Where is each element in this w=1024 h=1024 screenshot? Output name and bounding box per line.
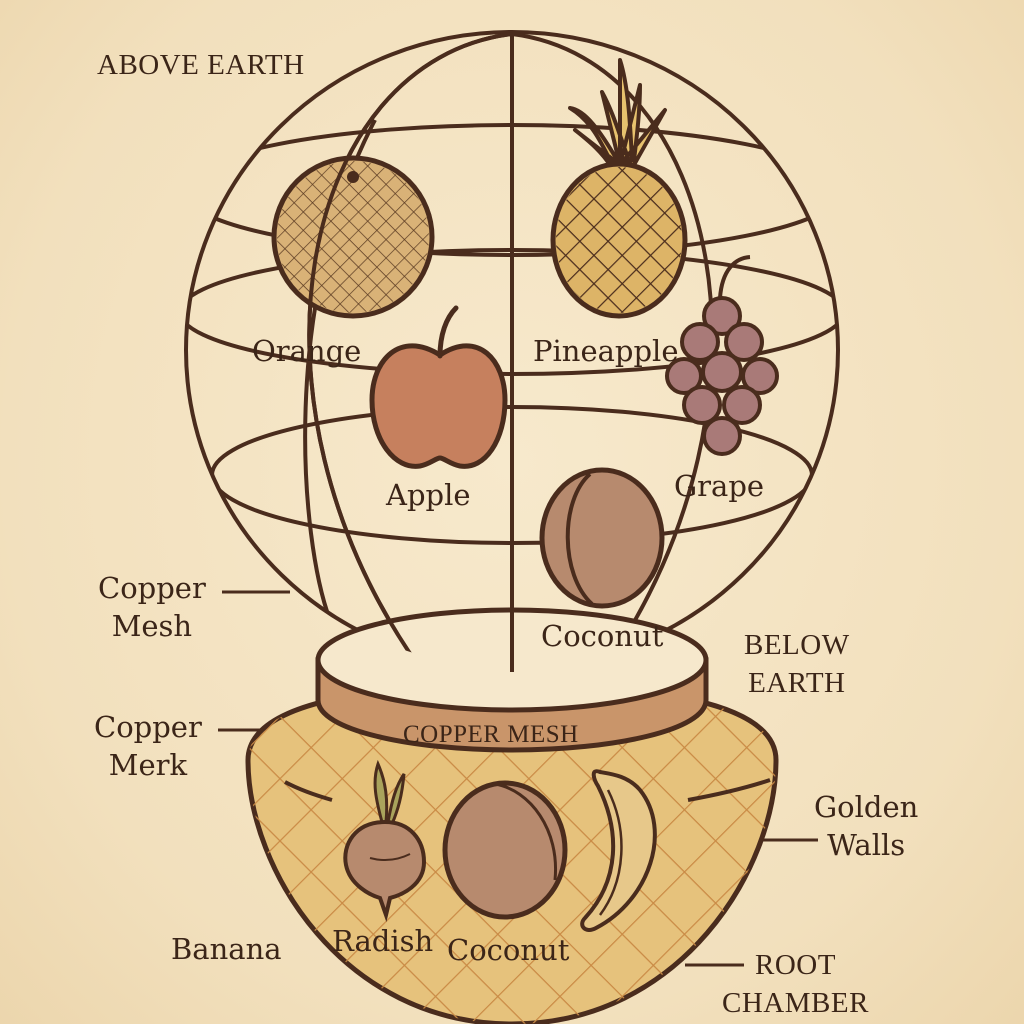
copper-mesh-band bbox=[307, 32, 709, 753]
above-earth-label: ABOVE EARTH bbox=[97, 49, 305, 81]
grape-bunch bbox=[665, 255, 779, 456]
golden-walls-label: Golden Walls bbox=[814, 788, 918, 864]
grape-label: Grape bbox=[674, 469, 765, 503]
root-chamber-line-2: CHAMBER bbox=[722, 987, 869, 1019]
orange-label: Orange bbox=[252, 334, 362, 368]
below-earth-line-2: EARTH bbox=[748, 667, 846, 699]
radish-vegetable bbox=[343, 759, 427, 923]
below-earth-line-1: BELOW bbox=[744, 629, 850, 661]
copper-mesh-band-label: COPPER MESH bbox=[403, 721, 579, 748]
root-chamber-line-1: ROOT bbox=[754, 949, 836, 981]
apple-fruit bbox=[369, 305, 508, 469]
coconut-top-label: Coconut bbox=[541, 619, 664, 653]
pineapple-label: Pineapple bbox=[533, 334, 679, 368]
golden-walls-line-2: Walls bbox=[827, 828, 906, 862]
copper-mesh-side-line-2: Mesh bbox=[111, 609, 193, 643]
root-chamber-label: ROOT CHAMBER bbox=[722, 946, 869, 1022]
below-earth-label: BELOW EARTH bbox=[744, 626, 850, 702]
golden-walls-line-1: Golden bbox=[814, 790, 919, 824]
copper-merk-label: Copper Merk bbox=[94, 708, 202, 784]
orange-fruit bbox=[271, 155, 435, 319]
copper-mesh-side-line-1: Copper bbox=[98, 571, 206, 605]
copper-merk-line-2: Merk bbox=[108, 748, 188, 782]
banana-label: Banana bbox=[171, 932, 282, 966]
copper-mesh-side-label: Copper Mesh bbox=[98, 569, 206, 645]
copper-merk-line-1: Copper bbox=[94, 710, 202, 744]
coconut-fruit-bottom bbox=[442, 780, 568, 920]
apple-label: Apple bbox=[386, 478, 471, 512]
pineapple-fruit bbox=[550, 58, 688, 319]
radish-label: Radish bbox=[332, 924, 434, 958]
coconut-fruit-top bbox=[539, 467, 665, 609]
coconut-bottom-label: Coconut bbox=[447, 933, 570, 967]
banana-fruit bbox=[580, 769, 657, 932]
